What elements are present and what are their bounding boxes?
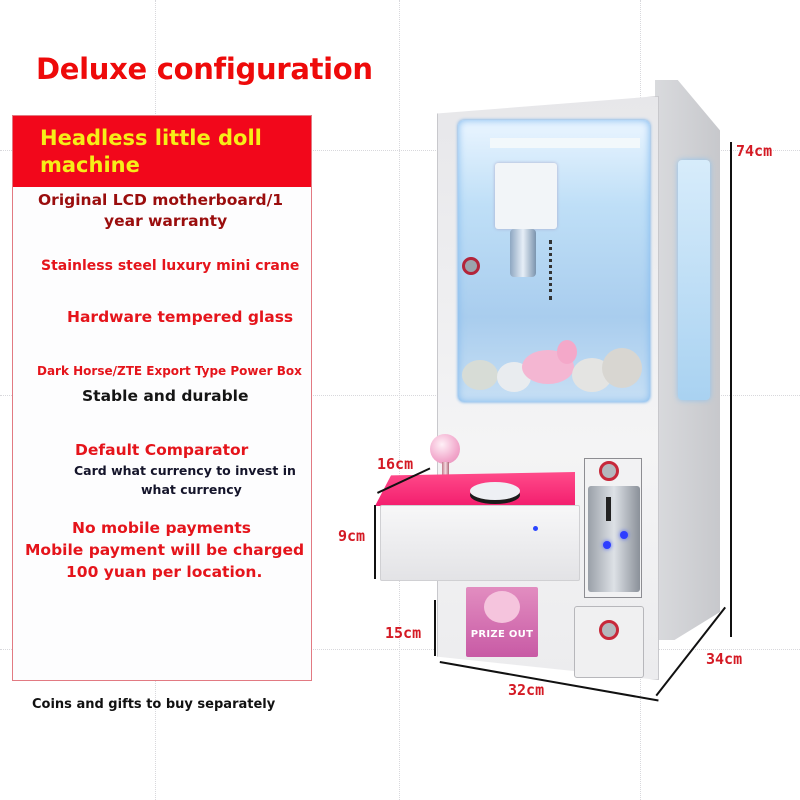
- spec-line: No mobile payments: [72, 519, 251, 537]
- spec-line: Mobile payment will be charged: [25, 541, 305, 559]
- crane-gantry: [495, 163, 557, 229]
- dimension-height: 74cm: [736, 142, 773, 160]
- dimension-console-depth: 16cm: [377, 455, 414, 473]
- prize-out-door: PRIZE OUT: [466, 587, 538, 657]
- plush-prizes: [462, 340, 647, 395]
- guide-line: [0, 649, 800, 650]
- lock-icon: [462, 257, 480, 275]
- lock-icon: [599, 461, 619, 481]
- spec-panel: Headless little doll machine Original LC…: [12, 115, 312, 681]
- spec-line: Stainless steel luxury mini crane: [41, 258, 300, 274]
- crane-claw: [510, 229, 536, 277]
- control-console: [380, 505, 580, 581]
- page-title: Deluxe configuration: [36, 52, 373, 86]
- led-indicator: [533, 526, 538, 531]
- lock-icon: [599, 620, 619, 640]
- guide-line: [0, 395, 800, 396]
- anime-character-sticker: [484, 591, 520, 623]
- coin-slot: [606, 497, 611, 521]
- prize-out-label: PRIZE OUT: [470, 629, 534, 640]
- spec-line: Dark Horse/ZTE Export Type Power Box: [37, 364, 302, 378]
- dimension-line-console-height: [374, 505, 376, 579]
- dimension-base-height: 15cm: [385, 624, 422, 642]
- spec-panel-header: Headless little doll machine: [13, 116, 311, 187]
- spec-line: what currency: [141, 482, 242, 497]
- spec-line: Stable and durable: [82, 387, 249, 405]
- crane-cable: [540, 240, 552, 300]
- spec-line: year warranty: [104, 212, 228, 230]
- spec-line: Default Comparator: [75, 441, 249, 459]
- spec-line: 100 yuan per location.: [66, 563, 263, 581]
- led-indicator: [620, 531, 628, 539]
- coin-acceptor: [588, 486, 640, 592]
- guide-line: [399, 0, 400, 800]
- guide-line: [0, 150, 800, 151]
- dimension-console-height: 9cm: [338, 527, 366, 545]
- grab-button: [470, 482, 520, 500]
- joystick-stick: [442, 462, 449, 482]
- dimension-line-base-height: [434, 600, 436, 656]
- dimension-depth: 34cm: [706, 650, 743, 668]
- footer-note: Coins and gifts to buy separately: [32, 697, 276, 712]
- dimension-line-height: [730, 142, 732, 637]
- side-window: [678, 160, 710, 400]
- led-indicator: [603, 541, 611, 549]
- cashbox-door: [574, 606, 644, 678]
- dimension-width: 32cm: [508, 681, 545, 699]
- crane-rail: [490, 138, 640, 148]
- spec-line: Card what currency to invest in: [74, 463, 296, 478]
- joystick-icon: [430, 434, 460, 464]
- spec-panel-header-text: Headless little doll machine: [40, 126, 262, 177]
- spec-line: Hardware tempered glass: [67, 308, 294, 326]
- spec-line: Original LCD motherboard/1: [38, 191, 284, 209]
